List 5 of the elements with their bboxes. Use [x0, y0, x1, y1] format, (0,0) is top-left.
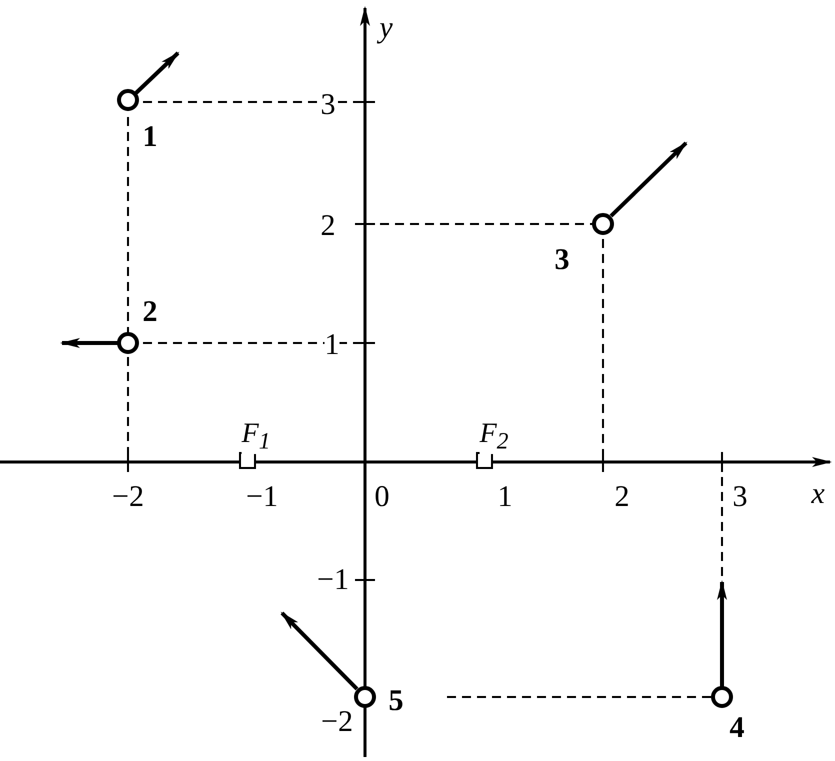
point-marker — [354, 686, 376, 708]
point-marker — [117, 332, 139, 354]
point-marker — [711, 686, 733, 708]
point-marker — [117, 89, 139, 111]
point-marker — [592, 213, 614, 235]
